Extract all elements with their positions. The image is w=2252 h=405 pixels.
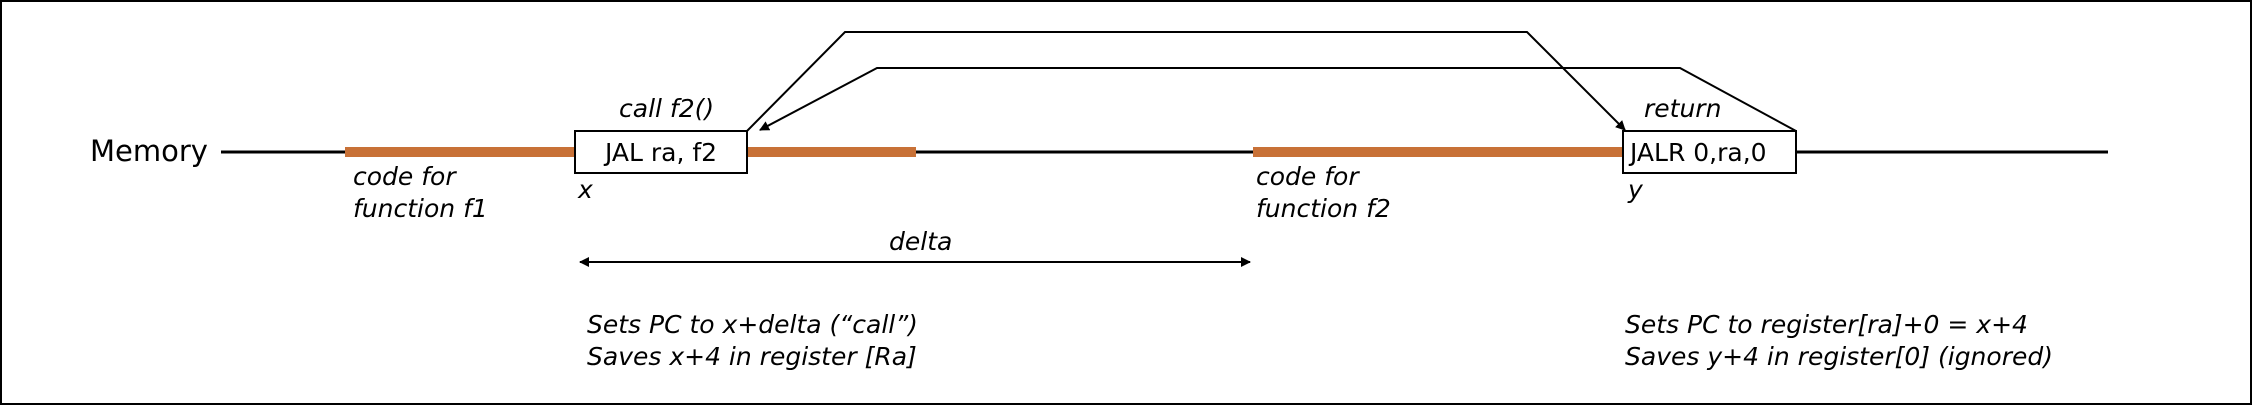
f2-code-label-line2: function f2: [1256, 194, 1391, 223]
call-arrow: [746, 31, 1626, 132]
jalr-description-line2: Saves y+4 in register[0] (ignored): [1625, 342, 2053, 371]
delta-label: delta: [889, 227, 952, 256]
f1-code-label-line1: code for: [353, 162, 457, 191]
f1-code-label-line2: function f1: [353, 194, 488, 223]
jalr-description-line1: Sets PC to register[ra]+0 = x+4: [1625, 310, 2028, 339]
jal-description-line2: Saves x+4 in register [Ra]: [587, 342, 917, 371]
jal-instruction-box: JAL ra, f2: [574, 130, 748, 174]
jal-description-line1: Sets PC to x+delta (“call”): [587, 310, 918, 339]
call-annotation: call f2(): [619, 94, 714, 123]
address-x-label: x: [577, 175, 593, 204]
jalr-instruction-text: JALR 0,ra,0: [1628, 138, 1767, 167]
return-annotation: return: [1644, 94, 1721, 123]
return-arrow: [759, 67, 1797, 132]
f2-code-label-line1: code for: [1256, 162, 1360, 191]
jal-instruction-text: JAL ra, f2: [603, 138, 717, 167]
address-y-label: y: [1627, 175, 1644, 204]
memory-label: Memory: [90, 134, 208, 168]
jalr-instruction-box: JALR 0,ra,0: [1622, 130, 1797, 174]
